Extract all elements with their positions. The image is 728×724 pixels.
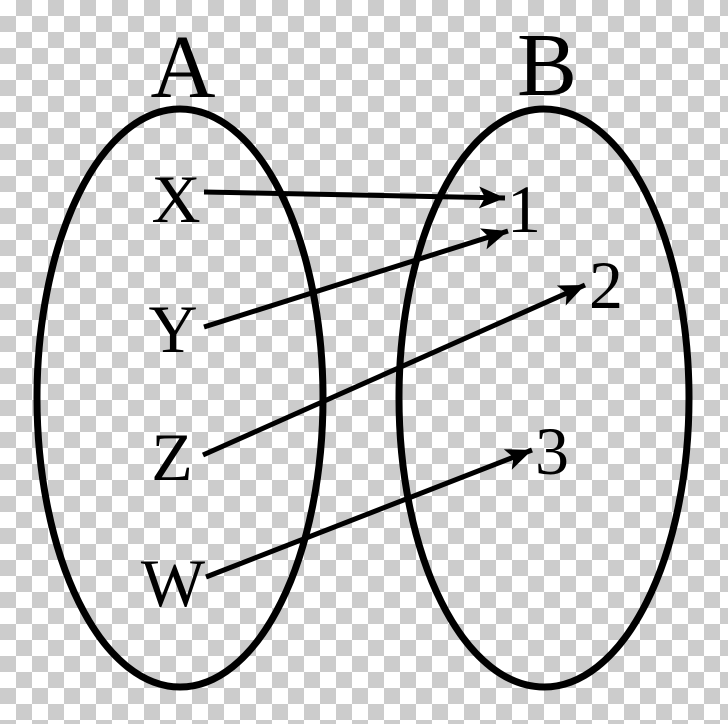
element-2: 2	[589, 247, 623, 323]
set-a-label: A	[151, 18, 216, 117]
arrow-y-to-1	[203, 228, 509, 330]
arrow-z-to-2	[201, 282, 587, 458]
set-b-label: B	[517, 16, 577, 115]
element-x: X	[151, 161, 200, 237]
element-1: 1	[507, 171, 541, 247]
element-w: W	[141, 545, 206, 621]
arrow-x-to-1	[203, 186, 506, 209]
arrow-w-to-3	[205, 447, 533, 580]
set-b-ellipse	[395, 105, 693, 691]
set-a-ellipse	[33, 105, 327, 691]
element-y: Y	[148, 291, 197, 367]
element-z: Z	[151, 419, 193, 495]
element-3: 3	[535, 413, 569, 489]
